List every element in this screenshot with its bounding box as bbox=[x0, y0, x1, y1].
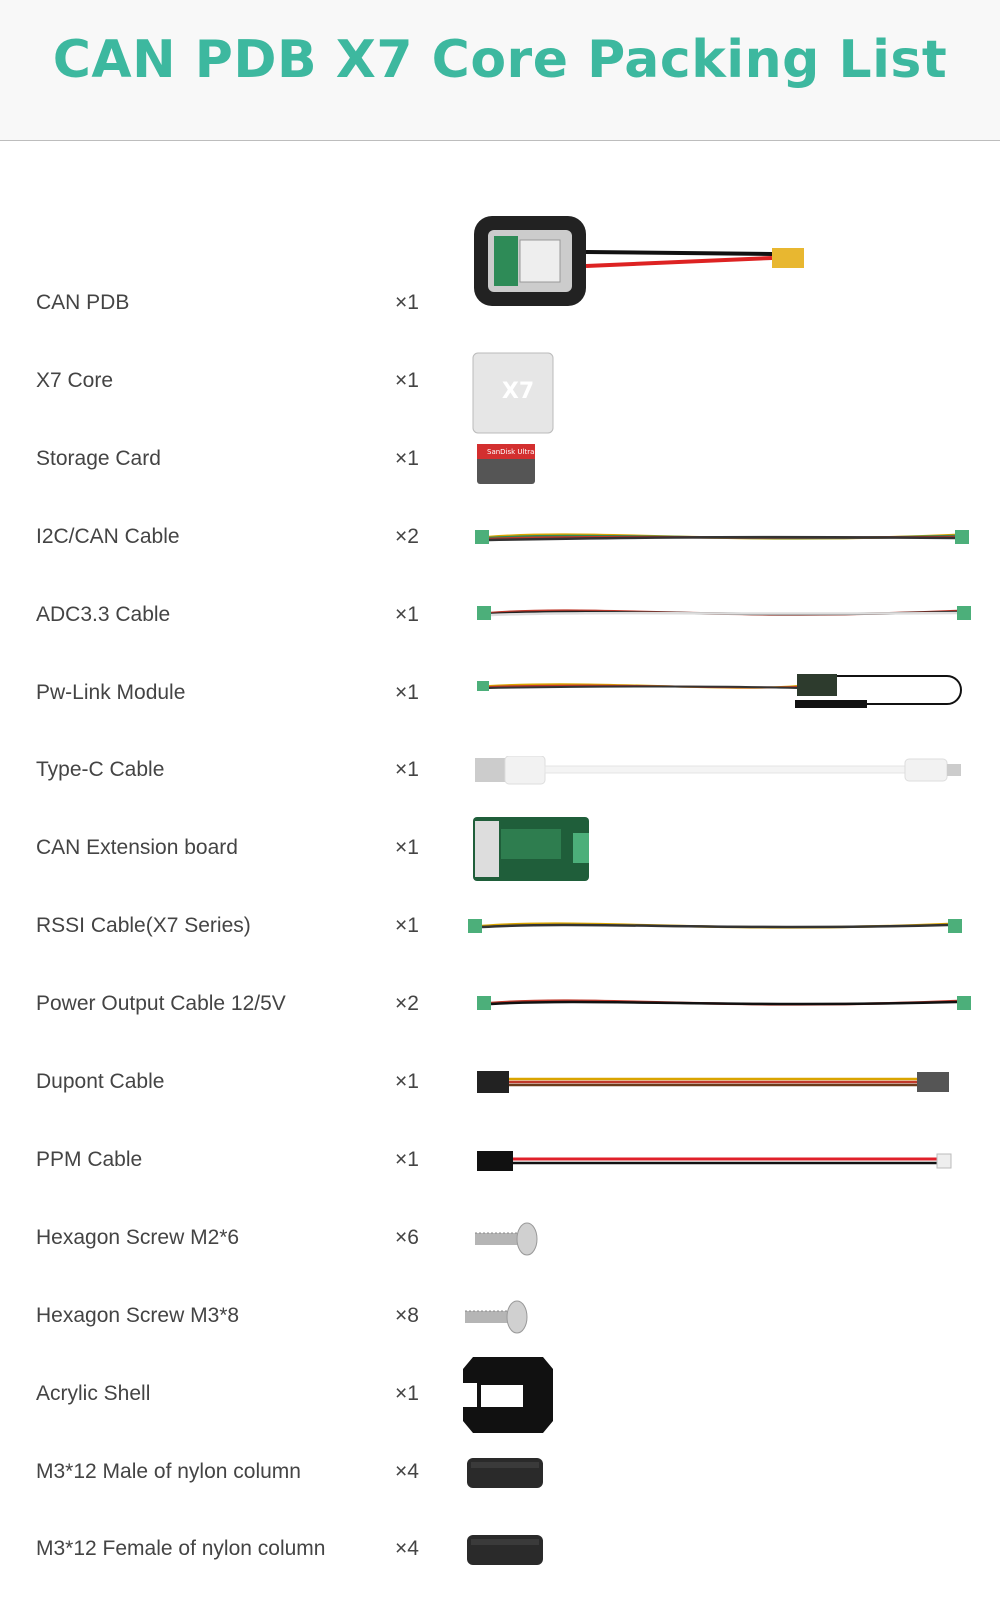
item-quantity: ×1 bbox=[395, 758, 419, 782]
list-item: PPM Cable ×1 bbox=[0, 1122, 1000, 1200]
item-name: Storage Card bbox=[36, 446, 161, 470]
item-quantity: ×1 bbox=[395, 602, 419, 626]
screw-image bbox=[463, 1297, 533, 1342]
svg-text:X7: X7 bbox=[502, 379, 534, 404]
list-item: Dupont Cable ×1 bbox=[0, 1044, 1000, 1122]
screw-image bbox=[473, 1219, 543, 1264]
item-name: Power Output Cable 12/5V bbox=[36, 992, 286, 1016]
item-name: X7 Core bbox=[36, 368, 114, 392]
item-quantity: ×4 bbox=[395, 1537, 419, 1561]
usb-cable-image bbox=[475, 755, 965, 791]
dupont-cable-image bbox=[477, 1071, 967, 1100]
cable-image bbox=[477, 603, 977, 630]
item-quantity: ×1 bbox=[395, 1070, 419, 1093]
item-quantity: ×1 bbox=[395, 291, 419, 314]
item-name: CAN Extension board bbox=[36, 836, 238, 860]
sd-card-image: SanDisk Ultra 16GB bbox=[477, 443, 556, 491]
nylon-column-image bbox=[465, 1456, 545, 1495]
list-item: Storage Card ×1 SanDisk Ultra 16GB bbox=[0, 421, 1000, 499]
item-name: Hexagon Screw M2*6 bbox=[36, 1225, 240, 1249]
item-name: Hexagon Screw M3*8 bbox=[36, 1303, 240, 1327]
item-quantity: ×4 bbox=[395, 1459, 419, 1483]
list-item: Power Output Cable 12/5V ×2 bbox=[0, 966, 1000, 1044]
list-item: RSSI Cable(X7 Series) ×1 bbox=[0, 888, 1000, 966]
x7-core-image: X7 bbox=[472, 352, 554, 439]
item-quantity: ×1 bbox=[395, 914, 419, 938]
list-item: I2C/CAN Cable ×2 bbox=[0, 499, 1000, 577]
ppm-cable-image bbox=[477, 1150, 967, 1178]
item-name: CAN PDB bbox=[36, 291, 130, 314]
list-item: M3*12 Male of nylon column ×4 bbox=[0, 1434, 1000, 1512]
item-name: M3*12 Female of nylon column bbox=[36, 1537, 326, 1561]
pdb-board-image bbox=[472, 212, 902, 317]
item-name: Pw-Link Module bbox=[36, 680, 186, 704]
page-header: CAN PDB X7 Core Packing List bbox=[0, 0, 1000, 141]
cable-image bbox=[475, 527, 975, 554]
item-name: I2C/CAN Cable bbox=[36, 524, 180, 548]
shell-image bbox=[463, 1356, 555, 1438]
item-name: Dupont Cable bbox=[36, 1070, 165, 1093]
item-name: Acrylic Shell bbox=[36, 1381, 151, 1405]
item-quantity: ×1 bbox=[395, 1381, 419, 1405]
list-item: ADC3.3 Cable ×1 bbox=[0, 577, 1000, 655]
item-quantity: ×2 bbox=[395, 524, 419, 548]
list-item: CAN Extension board ×1 bbox=[0, 810, 1000, 888]
item-quantity: ×6 bbox=[395, 1225, 419, 1249]
list-item: X7 Core ×1 X7 bbox=[0, 343, 1000, 434]
can-board-image bbox=[473, 817, 591, 888]
item-quantity: ×1 bbox=[395, 680, 419, 704]
item-name: RSSI Cable(X7 Series) bbox=[36, 914, 251, 938]
list-item: Pw-Link Module ×1 bbox=[0, 655, 1000, 733]
svg-text:SanDisk Ultra 16GB: SanDisk Ultra 16GB bbox=[487, 448, 537, 456]
item-quantity: ×1 bbox=[395, 368, 419, 392]
nylon-column-image bbox=[465, 1533, 545, 1572]
item-quantity: ×8 bbox=[395, 1303, 419, 1327]
item-quantity: ×1 bbox=[395, 836, 419, 860]
item-quantity: ×2 bbox=[395, 992, 419, 1016]
list-item: Hexagon Screw M3*8 ×8 bbox=[0, 1278, 1000, 1356]
list-item: M3*12 Female of nylon column ×4 bbox=[0, 1511, 1000, 1589]
item-name: ADC3.3 Cable bbox=[36, 602, 171, 626]
list-item: Type-C Cable ×1 bbox=[0, 732, 1000, 810]
cable-image bbox=[477, 993, 977, 1020]
cable-image bbox=[468, 916, 968, 943]
item-quantity: ×1 bbox=[395, 446, 419, 470]
item-quantity: ×1 bbox=[395, 1147, 419, 1171]
item-name: PPM Cable bbox=[36, 1147, 143, 1171]
item-name: Type-C Cable bbox=[36, 758, 165, 782]
item-name: M3*12 Male of nylon column bbox=[36, 1459, 301, 1483]
list-item: Acrylic Shell ×1 bbox=[0, 1356, 1000, 1434]
list-item: Hexagon Screw M2*6 ×6 bbox=[0, 1200, 1000, 1278]
page-title: CAN PDB X7 Core Packing List bbox=[52, 30, 948, 90]
pw-link-image bbox=[477, 673, 977, 719]
list-item: CAN PDB ×1 bbox=[0, 216, 1000, 343]
